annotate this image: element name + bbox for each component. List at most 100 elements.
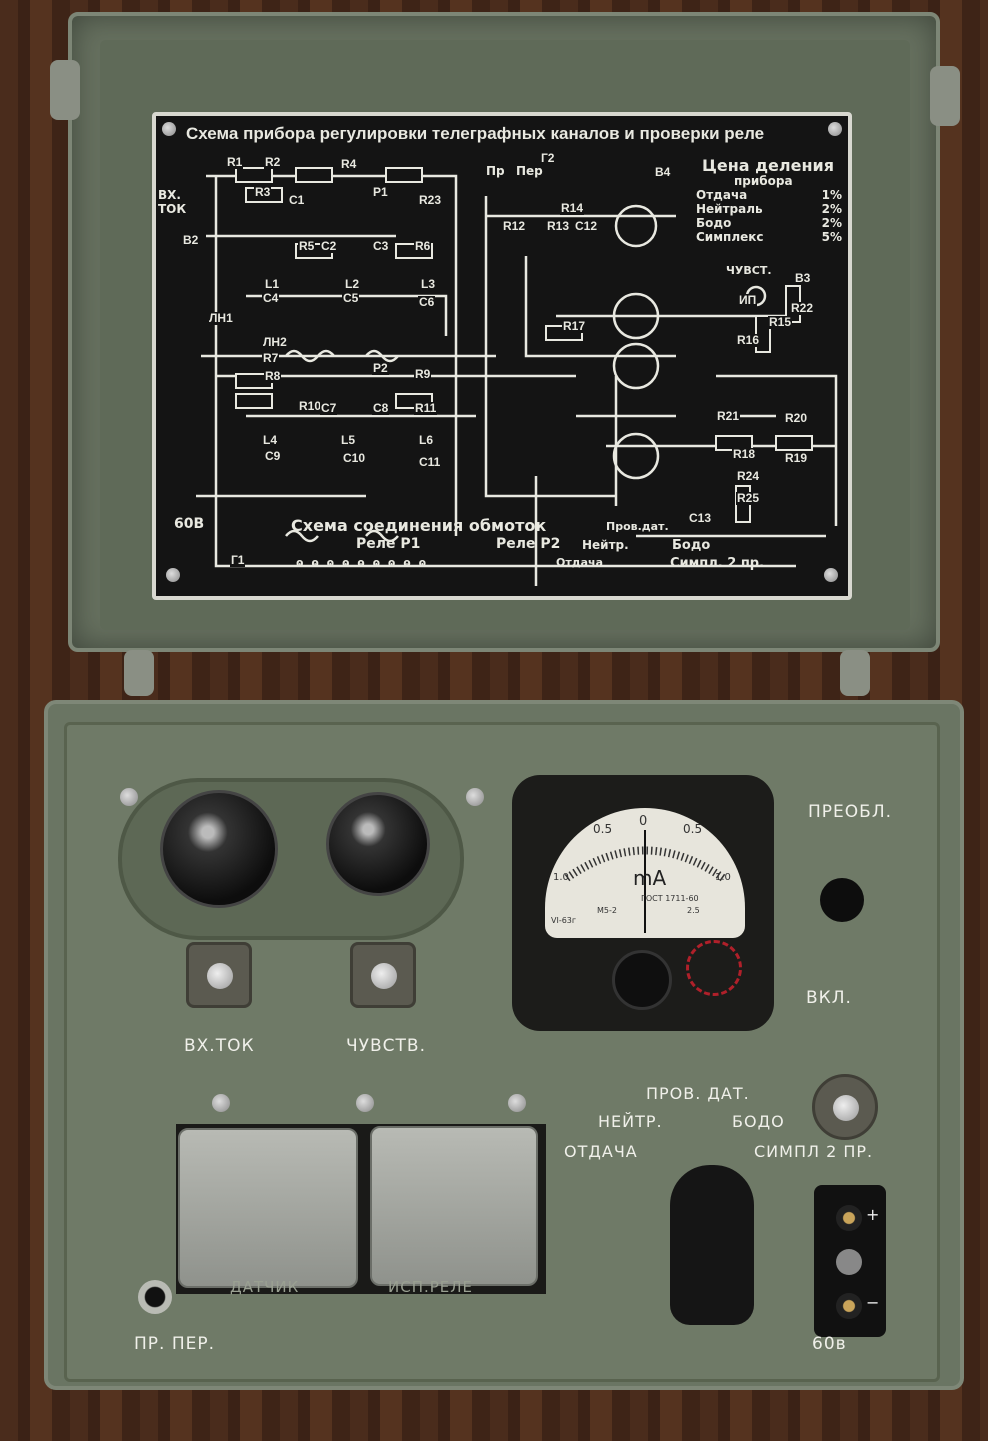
test-relay[interactable]	[370, 1126, 538, 1286]
power-label: 60В	[174, 516, 205, 532]
division-mode: Нейтраль	[696, 202, 763, 216]
winding-coils: ɷ ɷ ɷ ɷ ɷ ɷ ɷ ɷ ɷ	[296, 556, 429, 569]
sens-label: ЧУВСТ.	[726, 264, 772, 277]
component-label: R22	[790, 301, 815, 315]
component-label: C1	[288, 193, 306, 207]
meter-zero-adjust[interactable]	[612, 950, 672, 1010]
component-label: R24	[736, 469, 761, 483]
component-label: C4	[262, 291, 280, 305]
power-toggle[interactable]	[812, 1074, 878, 1140]
division-mode: Бодо	[696, 216, 732, 230]
preobl-label: ПРЕОБЛ.	[808, 802, 893, 822]
component-label: B4	[654, 165, 672, 179]
meter-dial: 0.5 0 0.5 1.0 1.0 mA М5-2 ГОСТ 1711-60 2…	[545, 808, 745, 938]
converter-hole	[820, 878, 864, 922]
meter-model: М5-2	[597, 906, 617, 915]
component-label: R6	[414, 239, 432, 253]
component-label: R12	[502, 219, 527, 233]
division-value: 5%	[821, 230, 842, 244]
pr-label: Пр	[486, 164, 505, 178]
component-label: C11	[418, 455, 442, 469]
mode-selector-knob[interactable]	[670, 1165, 754, 1325]
component-label: P1	[372, 185, 389, 199]
scale-center: 0	[639, 814, 648, 829]
mode-otdacha-label: ОТДАЧА	[564, 1142, 638, 1161]
panel-screw	[508, 1094, 526, 1112]
meter-class: 2.5	[687, 906, 700, 915]
component-label: Г1	[230, 553, 246, 567]
division-subtitle: прибора	[734, 174, 793, 188]
component-label: P2	[372, 361, 389, 375]
component-label: R16	[736, 333, 761, 347]
component-label: C5	[342, 291, 360, 305]
component-label: C6	[418, 295, 436, 309]
plate-screw	[166, 568, 180, 582]
power-socket-60v[interactable]: + −	[814, 1185, 886, 1337]
component-label: C2	[320, 239, 338, 253]
component-label: R10	[298, 399, 323, 413]
switch-label-otdacha: Отдача	[556, 556, 604, 569]
mode-prov-dat-label: ПРОВ. ДАТ.	[646, 1084, 750, 1103]
component-label: L5	[340, 433, 357, 447]
relay1-label: Реле P1	[356, 536, 421, 552]
component-label: B3	[794, 271, 812, 285]
component-label: B2	[182, 233, 200, 247]
schematic-title: Схема прибора регулировки телеграфных ка…	[186, 124, 765, 143]
plate-screw	[824, 568, 838, 582]
mode-simpl-label: СИМПЛ 2 ПР.	[754, 1142, 874, 1161]
scale-right: 0.5	[683, 822, 703, 836]
component-label: ЛН1	[208, 311, 234, 325]
transmit-jack[interactable]	[138, 1280, 172, 1314]
indicator-lamp-2	[326, 792, 430, 896]
v60-label: 60в	[812, 1334, 847, 1354]
sensor-relay[interactable]	[178, 1128, 358, 1288]
pr-per-label: ПР. ПЕР.	[134, 1334, 216, 1354]
sensitivity-toggle[interactable]	[350, 942, 416, 1008]
component-label: C8	[372, 401, 390, 415]
mode-neitr-label: НЕЙТР.	[598, 1112, 663, 1131]
component-label: R11	[414, 401, 438, 415]
socket-hole-minus	[836, 1293, 862, 1319]
plate-screw	[162, 122, 176, 136]
component-label: R3	[254, 185, 272, 199]
component-label: ЛН2	[262, 335, 288, 349]
panel-screw	[120, 788, 138, 806]
panel-screw	[466, 788, 484, 806]
plus-mark: +	[866, 1205, 880, 1224]
component-label: R1	[226, 155, 244, 169]
socket-screw	[836, 1249, 862, 1275]
component-label: Г2	[540, 151, 556, 165]
meter-scale	[564, 830, 726, 933]
input-current-toggle[interactable]	[186, 942, 252, 1008]
sensor-label: ДАТЧИК	[230, 1278, 300, 1296]
relay-test-label: ИСП.РЕЛЕ	[388, 1278, 474, 1296]
component-label: R13	[546, 219, 571, 233]
component-label: R19	[784, 451, 809, 465]
socket-hole-plus	[836, 1205, 862, 1231]
lid-latch-left	[50, 60, 80, 120]
component-label: R21	[716, 409, 741, 423]
per-label: Пер	[516, 164, 543, 178]
component-label: C10	[342, 451, 367, 465]
switch-label-prov-dat: Пров.дат.	[606, 520, 669, 533]
component-label: L2	[344, 277, 361, 291]
indicator-lamp-1	[160, 790, 278, 908]
division-mode: Отдача	[696, 188, 748, 202]
component-label: L6	[418, 433, 435, 447]
component-label: R14	[560, 201, 585, 215]
meter-date: VI-63г	[551, 916, 577, 925]
scale-left: 0.5	[593, 822, 613, 836]
component-label: R2	[264, 155, 282, 169]
panel-screw	[212, 1094, 230, 1112]
component-label: R18	[732, 447, 757, 461]
component-label: L3	[420, 277, 437, 291]
component-label: R5	[298, 239, 316, 253]
division-title: Цена деления	[702, 156, 834, 175]
schematic-plate: Схема прибора регулировки телеграфных ка…	[152, 112, 852, 600]
component-label: R15	[768, 315, 793, 329]
